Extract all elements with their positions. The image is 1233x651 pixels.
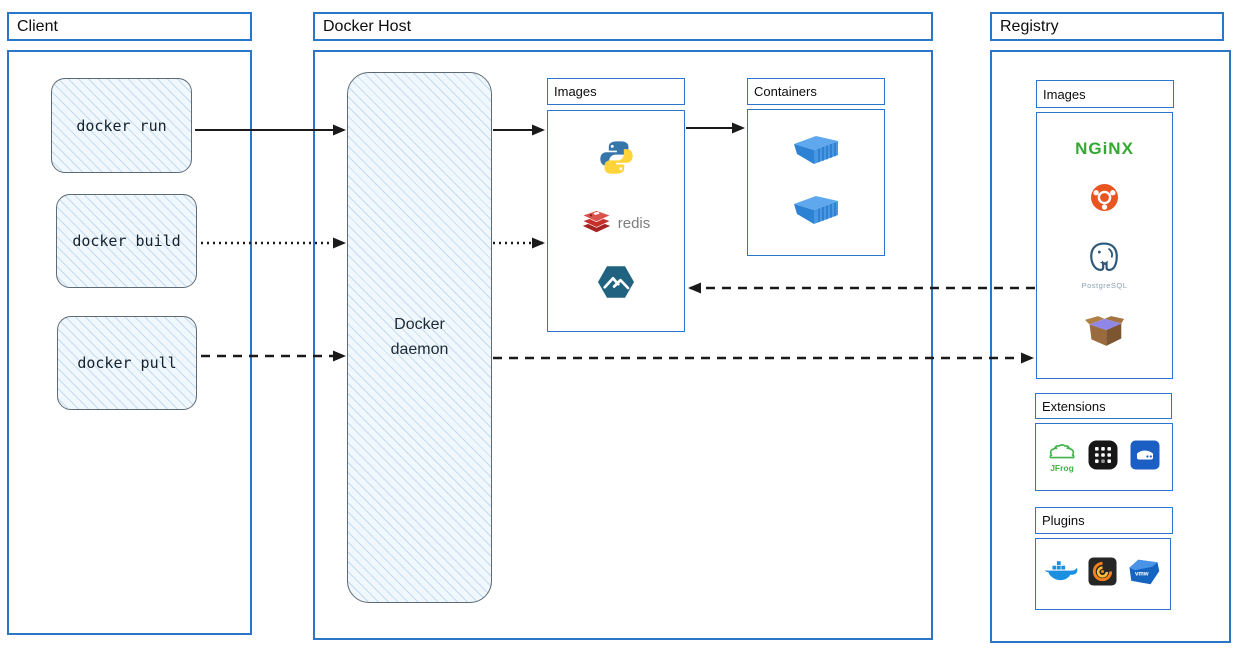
- docker-daemon-box: Docker daemon: [347, 72, 492, 603]
- redis-label: redis: [617, 215, 651, 232]
- client-title-box: Client: [7, 12, 252, 41]
- registry-images-title: Images: [1043, 86, 1086, 102]
- jfrog-label: JFrog: [1050, 462, 1074, 473]
- registry-title-box: Registry: [990, 12, 1224, 41]
- postgresql-item: PostgreSQL: [1082, 241, 1128, 290]
- docker-build-box: docker build: [56, 194, 197, 288]
- registry-images-title-box: Images: [1036, 80, 1174, 108]
- container-icon: [793, 194, 839, 231]
- containers-title-box: Containers: [747, 78, 885, 105]
- docker-host-title-box: Docker Host: [313, 12, 933, 41]
- extensions-list: JFrog: [1036, 425, 1172, 489]
- extensions-title: Extensions: [1042, 398, 1106, 414]
- ubuntu-icon: [1091, 184, 1118, 216]
- host-images-title-box: Images: [547, 78, 685, 105]
- redis-item: redis: [581, 208, 651, 239]
- container-icon: [793, 134, 839, 171]
- containers-list: [748, 111, 884, 254]
- plugins-list: vmw: [1036, 540, 1170, 608]
- registry-images-list: NGiNX PostgreSQL: [1037, 114, 1172, 377]
- postgresql-label: PostgreSQL: [1081, 281, 1128, 290]
- python-icon: [598, 139, 635, 181]
- extensions-title-box: Extensions: [1035, 393, 1172, 419]
- registry-cache-icon: [1130, 440, 1160, 475]
- client-title: Client: [17, 17, 58, 35]
- docker-host-title: Docker Host: [323, 17, 412, 35]
- containers-title: Containers: [754, 84, 817, 99]
- redis-icon: [581, 208, 611, 239]
- docker-whale-icon: [1045, 559, 1078, 589]
- jfrog-item: JFrog: [1048, 442, 1076, 473]
- plugins-title-box: Plugins: [1035, 507, 1173, 534]
- alpine-icon: [598, 266, 634, 303]
- apps-grid-icon: [1088, 440, 1118, 475]
- vmware-label: vmw: [1135, 570, 1149, 577]
- docker-daemon-label-line2: daemon: [390, 340, 449, 358]
- host-images-title: Images: [554, 84, 597, 99]
- docker-pull-box: docker pull: [57, 316, 197, 410]
- jfrog-icon: [1048, 442, 1076, 465]
- grafana-icon: [1087, 557, 1117, 591]
- containers-panel: [747, 109, 885, 256]
- postgresql-icon: [1087, 241, 1121, 280]
- package-box-icon: [1084, 315, 1125, 352]
- docker-run-box: docker run: [51, 78, 192, 173]
- host-images-list: redis: [548, 112, 684, 330]
- docker-build-label: docker build: [72, 232, 181, 250]
- plugins-title: Plugins: [1042, 513, 1085, 528]
- docker-pull-label: docker pull: [77, 354, 177, 372]
- vmware-icon: vmw: [1126, 557, 1161, 592]
- nginx-logo: NGiNX: [1075, 139, 1134, 158]
- registry-title: Registry: [1000, 17, 1059, 35]
- docker-daemon-label-line1: Docker: [394, 315, 445, 333]
- docker-run-label: docker run: [76, 116, 167, 135]
